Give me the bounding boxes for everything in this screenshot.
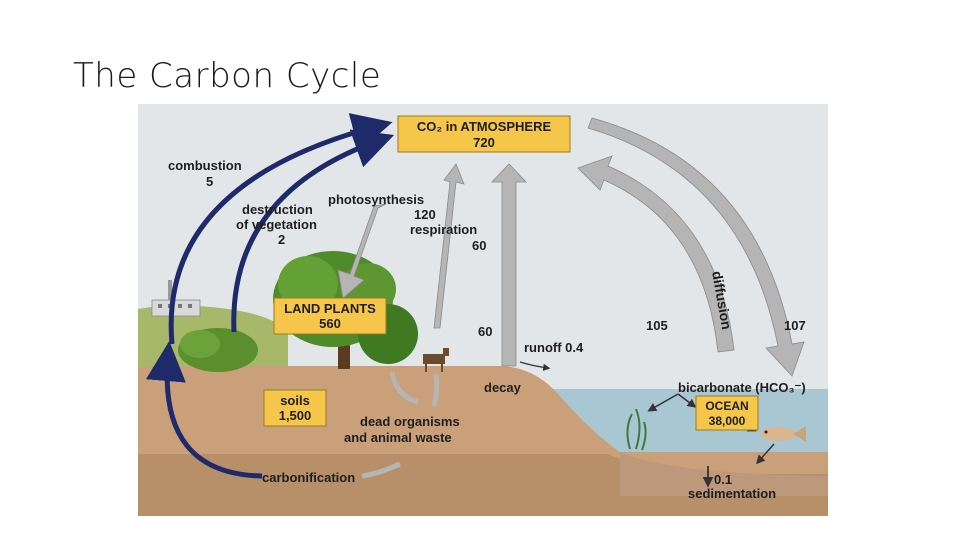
combustion-label: combustion <box>168 158 242 173</box>
soils-label: soils <box>280 393 310 408</box>
slide-title: The Carbon Cycle <box>73 56 382 96</box>
decay-value: 60 <box>478 324 492 339</box>
bush-left <box>178 328 258 372</box>
ocean-uptake-arrow <box>577 155 735 353</box>
land-plants-box <box>273 297 387 335</box>
photosynthesis-value: 120 <box>414 207 436 222</box>
destruction-label-1: destruction <box>242 202 313 217</box>
bicarbonate-arrow-right <box>677 393 697 408</box>
dead-organisms-label-1: dead organisms <box>360 414 460 429</box>
combustion-value: 5 <box>206 174 213 189</box>
sedimentation-label: sedimentation <box>688 486 776 501</box>
atmosphere-value: 720 <box>473 135 495 150</box>
photosynthesis-label: photosynthesis <box>328 192 424 207</box>
runoff-label: runoff 0.4 <box>524 340 584 355</box>
atmosphere-label: CO₂ in ATMOSPHERE <box>417 119 552 134</box>
soils-box <box>263 389 327 427</box>
destruction-value: 2 <box>278 232 285 247</box>
respiration-value: 60 <box>472 238 486 253</box>
respiration-arrow <box>433 163 465 329</box>
fish-icon <box>760 426 806 442</box>
ocean-box <box>695 395 759 431</box>
runoff-arrow <box>519 361 551 371</box>
land-plants-value: 560 <box>319 316 341 331</box>
fish-arrow <box>756 443 775 465</box>
destruction-arrow <box>231 129 395 333</box>
combustion-arrow <box>168 113 393 345</box>
decay-label: decay <box>484 380 522 395</box>
dead-organisms-label-2: and animal waste <box>344 430 452 445</box>
ocean-label: OCEAN <box>705 399 748 413</box>
ocean-release-arrow <box>587 117 805 377</box>
factory-icon <box>151 280 201 317</box>
destruction-label-2: of vegetation <box>236 217 317 232</box>
seaweed-icon <box>626 408 647 451</box>
decay-arrow <box>491 163 527 367</box>
ocean-release-value: 107 <box>784 318 806 333</box>
soil-arrow-2 <box>431 373 440 407</box>
respiration-label: respiration <box>410 222 477 237</box>
soils-value: 1,500 <box>279 408 312 423</box>
carbonification-label: carbonification <box>262 470 355 485</box>
sea-floor <box>620 452 828 496</box>
moose-icon <box>423 348 449 372</box>
soil-arrow-3 <box>361 461 402 479</box>
carbon-cycle-diagram: CO₂ in ATMOSPHERE 720 LAND PLANTS 560 so… <box>138 104 828 516</box>
carbonification-arrow <box>145 341 263 479</box>
ocean-value: 38,000 <box>709 414 746 428</box>
bicarbonate-arrow-left <box>647 393 679 412</box>
atmosphere-box <box>397 115 571 153</box>
sedimentation-value: 0.1 <box>714 472 732 487</box>
land-plants-label: LAND PLANTS <box>284 301 376 316</box>
soil-arrow-1 <box>389 371 419 405</box>
bicarbonate-label: bicarbonate (HCO₃⁻) <box>678 380 806 395</box>
ocean-uptake-value: 105 <box>646 318 668 333</box>
